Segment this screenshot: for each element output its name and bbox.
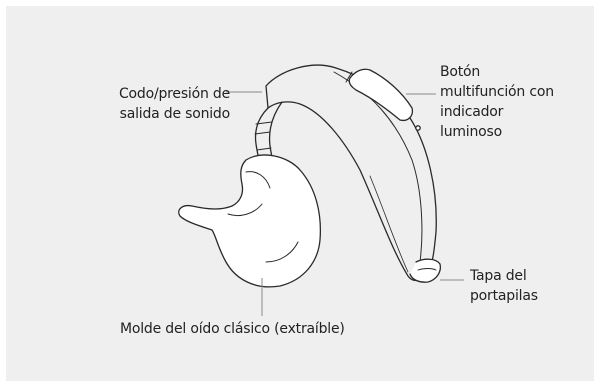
label-battery-door: Tapa del portapilas (470, 266, 580, 306)
label-battery-line-2: portapilas (470, 288, 538, 304)
label-button-line-4: luminoso (440, 124, 502, 140)
multifunction-button (348, 68, 414, 122)
ear-mold (178, 154, 322, 288)
label-ear-mold: Molde del oído clásico (extraíble) (120, 319, 420, 339)
label-button-line-2: multifunción con (440, 84, 554, 100)
label-elbow: Codo/presión de salida de sonido (70, 84, 230, 124)
label-elbow-line-2: salida de sonido (119, 106, 231, 122)
battery-door (409, 258, 442, 283)
label-multifunction-button: Botón multifunción con indicador luminos… (440, 62, 590, 142)
label-mold-line-1: Molde del oído clásico (extraíble) (120, 321, 345, 337)
label-elbow-line-1: Codo/presión de (118, 86, 230, 102)
label-button-line-1: Botón (440, 64, 481, 80)
label-button-line-3: indicador (440, 104, 504, 120)
indicator-light (415, 125, 421, 131)
label-battery-line-1: Tapa del (470, 268, 527, 284)
